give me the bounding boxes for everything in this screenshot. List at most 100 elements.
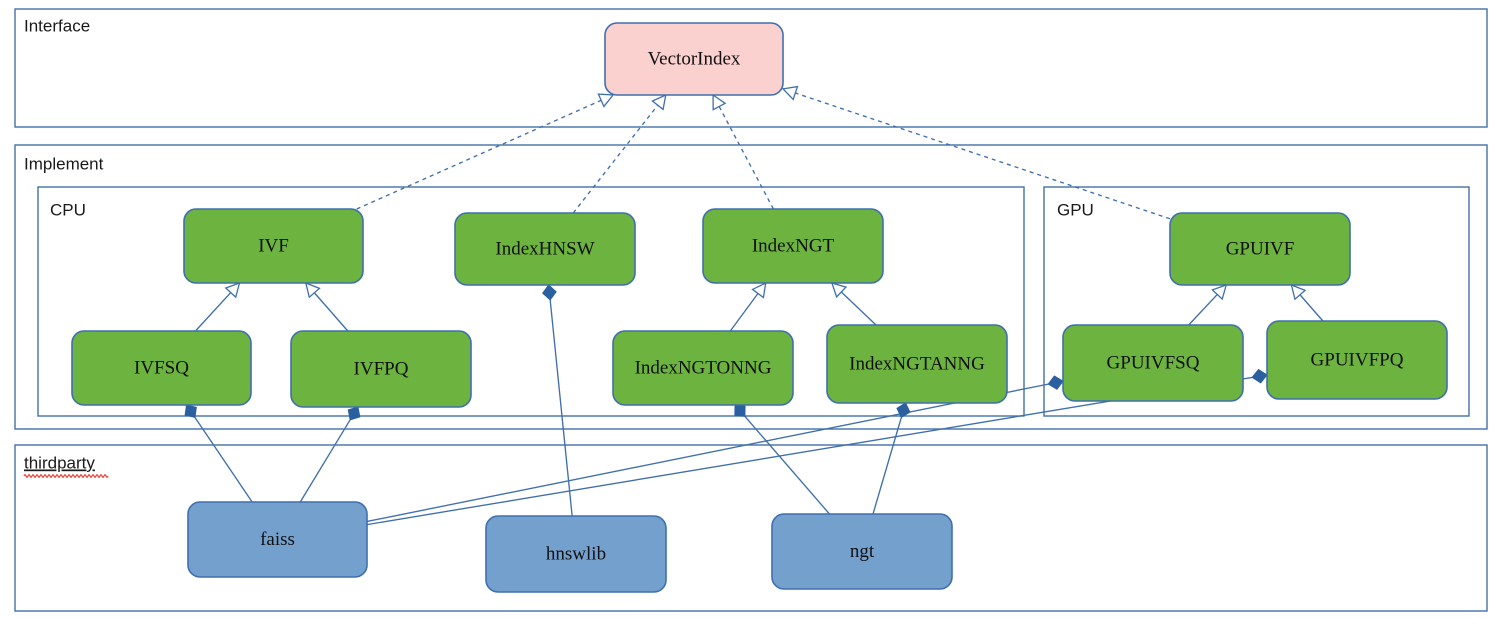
edge-line-inheritance	[1188, 293, 1219, 326]
node-VectorIndex[interactable]: VectorIndex	[604, 22, 784, 96]
node-label-IVF: IVF	[258, 235, 289, 256]
edge-line-composition	[366, 376, 1253, 526]
edge-line-inheritance	[194, 291, 232, 332]
edge-line-inheritance	[313, 291, 349, 332]
hollow-triangle-arrowhead-icon	[751, 281, 767, 299]
hollow-triangle-arrowhead-icon	[781, 85, 799, 101]
edge-faiss-to-IVFSQ	[184, 404, 253, 503]
edge-ngt-to-IndexNGTONNG	[734, 404, 831, 515]
node-faiss[interactable]: faiss	[187, 501, 368, 578]
node-box-hnswlib[interactable]	[485, 515, 667, 593]
filled-diamond-arrowhead-icon	[1251, 368, 1268, 384]
node-box-IndexNGT[interactable]	[702, 208, 884, 284]
edge-line-inheritance	[729, 292, 760, 332]
node-box-faiss[interactable]	[187, 501, 368, 578]
edge-line-composition	[744, 415, 831, 515]
node-box-IVFSQ[interactable]	[71, 330, 252, 406]
node-label-ngt: ngt	[850, 541, 875, 562]
node-label-IndexNGTONNG: IndexNGTONNG	[635, 357, 772, 378]
node-box-GPUIVFSQ[interactable]	[1062, 324, 1244, 402]
node-IndexHNSW[interactable]: IndexHNSW	[454, 212, 636, 286]
hollow-triangle-arrowhead-icon	[304, 281, 321, 299]
edge-line-composition	[872, 417, 902, 515]
edge-line-realization	[572, 103, 659, 214]
edge-ngt-to-IndexNGTANNG	[872, 402, 911, 515]
node-box-VectorIndex[interactable]	[604, 22, 784, 96]
node-GPUIVF[interactable]: GPUIVF	[1169, 212, 1351, 286]
node-label-IndexNGTANNG: IndexNGTANNG	[849, 353, 985, 374]
edge-IVF-to-VectorIndex	[356, 93, 615, 210]
filled-diamond-arrowhead-icon	[184, 404, 197, 419]
node-IVF[interactable]: IVF	[183, 208, 364, 284]
hollow-triangle-arrowhead-icon	[1290, 283, 1307, 301]
node-box-IVF[interactable]	[183, 208, 364, 284]
edge-faiss-to-IVFPQ	[299, 406, 361, 503]
hollow-triangle-arrowhead-icon	[224, 281, 241, 299]
edge-GPUIVFSQ-to-GPUIVF	[1188, 283, 1228, 326]
filled-diamond-arrowhead-icon	[542, 284, 557, 301]
hollow-triangle-arrowhead-icon	[597, 93, 615, 108]
edge-hnswlib-to-IndexHNSW	[542, 284, 573, 517]
edge-line-composition	[366, 383, 1049, 523]
edge-line-composition	[299, 419, 351, 503]
frame-label-gpu: GPU	[1057, 200, 1094, 219]
hollow-triangle-arrowhead-icon	[712, 93, 727, 111]
node-box-GPUIVFPQ[interactable]	[1266, 320, 1448, 400]
node-label-IndexHNSW: IndexHNSW	[495, 238, 594, 259]
node-label-VectorIndex: VectorIndex	[648, 48, 741, 69]
spellcheck-underline-thirdparty	[23, 474, 109, 478]
edge-line-realization	[718, 105, 775, 210]
node-box-ngt[interactable]	[771, 513, 953, 590]
node-box-GPUIVF[interactable]	[1169, 212, 1351, 286]
node-GPUIVFPQ[interactable]: GPUIVFPQ	[1266, 320, 1448, 400]
hollow-triangle-arrowhead-icon	[830, 282, 848, 299]
edge-IndexNGTONNG-to-IndexNGT	[729, 281, 767, 332]
edge-IndexNGT-to-VectorIndex	[712, 93, 775, 210]
node-label-faiss: faiss	[260, 529, 295, 550]
frame-label-implement: Implement	[24, 154, 104, 173]
node-IndexNGTANNG[interactable]: IndexNGTANNG	[826, 324, 1008, 404]
edge-group	[184, 85, 1324, 526]
filled-diamond-arrowhead-icon	[347, 406, 361, 421]
node-hnswlib[interactable]: hnswlib	[485, 515, 667, 593]
edge-IndexHNSW-to-VectorIndex	[572, 93, 667, 214]
node-IVFPQ[interactable]: IVFPQ	[290, 330, 472, 408]
edge-line-composition	[194, 417, 253, 503]
edge-IVFSQ-to-IVF	[194, 281, 241, 332]
node-box-IndexNGTONNG[interactable]	[612, 330, 794, 406]
node-ngt[interactable]: ngt	[771, 513, 953, 590]
filled-diamond-arrowhead-icon	[734, 404, 746, 417]
edge-IndexNGTANNG-to-IndexNGT	[830, 282, 877, 326]
node-label-IVFPQ: IVFPQ	[354, 358, 409, 379]
edge-line-composition	[549, 299, 573, 517]
filled-diamond-arrowhead-icon	[1047, 375, 1064, 390]
node-box-IndexNGTANNG[interactable]	[826, 324, 1008, 404]
node-label-GPUIVF: GPUIVF	[1226, 238, 1295, 259]
edge-GPUIVF-to-VectorIndex	[781, 85, 1171, 220]
node-label-IVFSQ: IVFSQ	[134, 357, 189, 378]
hollow-triangle-arrowhead-icon	[651, 93, 667, 111]
node-box-IndexHNSW[interactable]	[454, 212, 636, 286]
frame-label-thirdparty: thirdparty	[24, 453, 95, 472]
node-label-hnswlib: hnswlib	[546, 543, 606, 564]
edge-faiss-to-GPUIVFPQ	[366, 368, 1268, 526]
edge-IVFPQ-to-IVF	[304, 281, 349, 332]
hollow-triangle-arrowhead-icon	[1211, 283, 1228, 301]
edge-faiss-to-GPUIVFSQ	[366, 375, 1064, 523]
node-IndexNGT[interactable]: IndexNGT	[702, 208, 884, 284]
frame-label-interface: Interface	[24, 16, 90, 35]
node-GPUIVFSQ[interactable]: GPUIVFSQ	[1062, 324, 1244, 402]
edge-GPUIVFPQ-to-GPUIVF	[1290, 283, 1324, 322]
node-IndexNGTONNG[interactable]: IndexNGTONNG	[612, 330, 794, 406]
node-label-GPUIVFPQ: GPUIVFPQ	[1311, 349, 1404, 370]
node-box-IVFPQ[interactable]	[290, 330, 472, 408]
node-label-GPUIVFSQ: GPUIVFSQ	[1107, 352, 1200, 373]
filled-diamond-arrowhead-icon	[896, 402, 911, 419]
edge-line-inheritance	[1298, 293, 1324, 322]
node-label-IndexNGT: IndexNGT	[752, 235, 835, 256]
node-IVFSQ[interactable]: IVFSQ	[71, 330, 252, 406]
edge-line-realization	[794, 92, 1171, 220]
